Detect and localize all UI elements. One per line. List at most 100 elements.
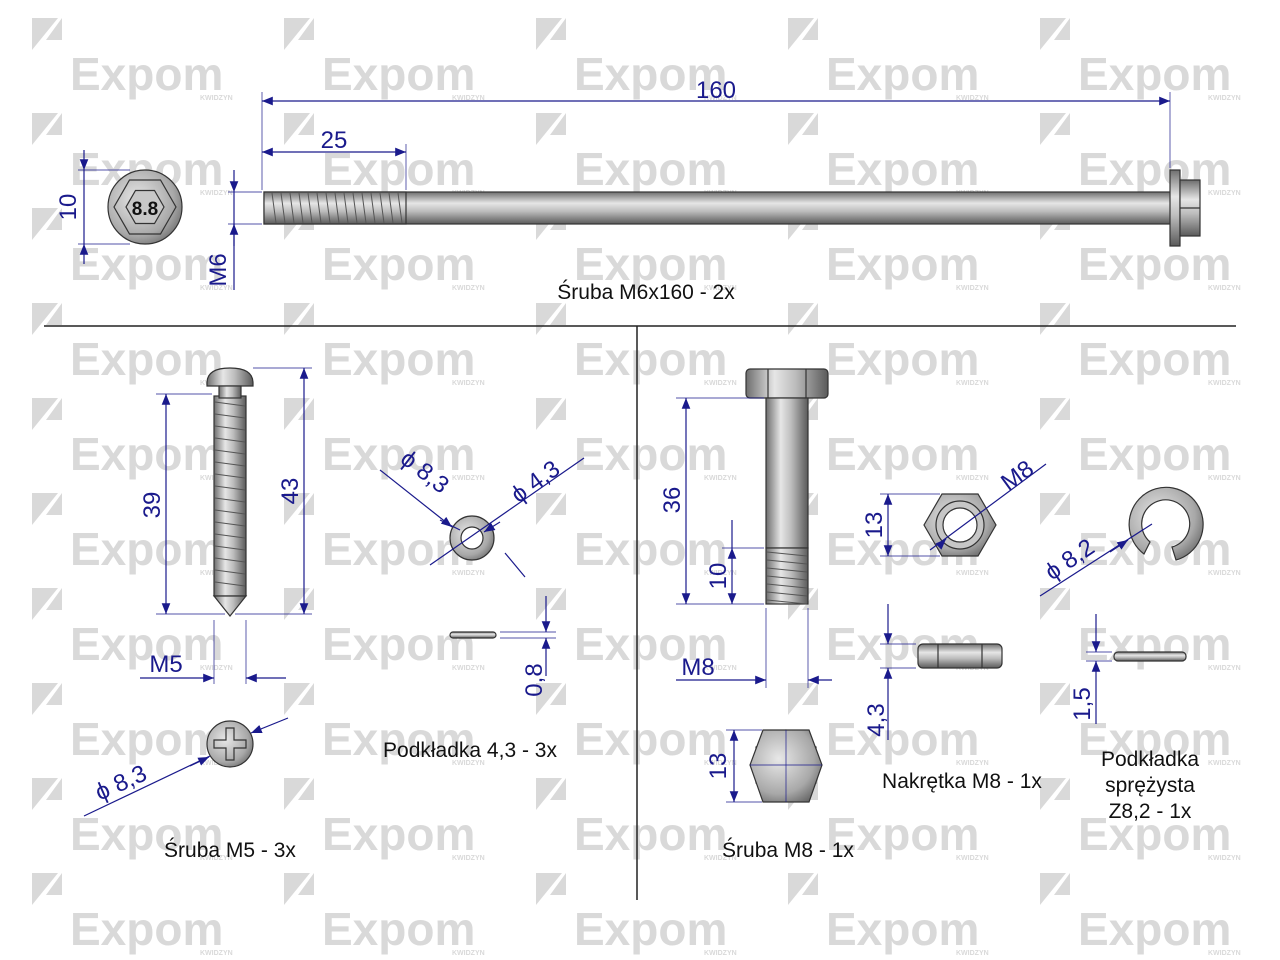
nut-m8-group: 13 M8 4,3 Nakrętka M8 - 1x [861,455,1047,793]
bolt-m6-head-view: 8.8 [107,169,183,245]
bolt-m6-grade: 8.8 [132,199,158,220]
svg-text:Expom: Expom [1078,143,1231,195]
svg-text:Expom: Expom [322,428,475,480]
nut-m8-side [917,643,1003,669]
svg-text:KWIDZYN: KWIDZYN [1208,760,1241,767]
svg-text:KWIDZYN: KWIDZYN [704,380,737,387]
svg-text:Expom: Expom [70,238,223,290]
bolt-m6-group: 8.8 10 160 25 M6 Śruba M6x160 - 2x [55,77,1201,304]
bolt-m6-flange [1169,169,1181,247]
svg-text:Expom: Expom [574,428,727,480]
svg-text:KWIDZYN: KWIDZYN [200,950,233,957]
svg-text:KWIDZYN: KWIDZYN [1208,380,1241,387]
svg-text:Expom: Expom [826,808,979,860]
svg-text:Expom: Expom [70,903,223,955]
svg-text:Expom: Expom [1078,713,1231,765]
svg-text:Expom: Expom [1078,428,1231,480]
svg-text:Expom: Expom [1078,333,1231,385]
svg-text:KWIDZYN: KWIDZYN [1208,855,1241,862]
svg-text:KWIDZYN: KWIDZYN [1208,950,1241,957]
svg-text:KWIDZYN: KWIDZYN [452,760,485,767]
svg-text:KWIDZYN: KWIDZYN [1208,285,1241,292]
svg-text:KWIDZYN: KWIDZYN [704,950,737,957]
svg-text:Expom: Expom [70,713,223,765]
svg-text:Expom: Expom [1078,238,1231,290]
svg-text:KWIDZYN: KWIDZYN [704,760,737,767]
svg-text:Expom: Expom [826,238,979,290]
svg-text:KWIDZYN: KWIDZYN [1208,95,1241,102]
svg-text:KWIDZYN: KWIDZYN [200,665,233,672]
svg-text:KWIDZYN: KWIDZYN [452,950,485,957]
svg-text:Expom: Expom [826,903,979,955]
svg-text:KWIDZYN: KWIDZYN [956,570,989,577]
svg-text:KWIDZYN: KWIDZYN [704,285,737,292]
screw-m5-tip [212,595,248,617]
bolt-m6-thread [263,191,407,225]
svg-text:Expom: Expom [70,48,223,100]
svg-text:Expom: Expom [322,523,475,575]
screw-m5-head-top [206,720,254,768]
svg-text:KWIDZYN: KWIDZYN [200,190,233,197]
nut-m8-caption: Nakrętka M8 - 1x [882,770,1042,793]
screw-m5-diameter-dim: M5 [149,651,182,678]
bolt-m8-group: 36 10 M8 13 Śruba M8 - 1x [659,368,854,862]
svg-text:KWIDZYN: KWIDZYN [956,475,989,482]
svg-text:KWIDZYN: KWIDZYN [1208,475,1241,482]
bolt-m8-diameter-dim: M8 [681,654,714,681]
svg-text:Expom: Expom [574,808,727,860]
svg-text:KWIDZYN: KWIDZYN [200,285,233,292]
washer-43-inner-dim: ϕ 4,3 [506,455,565,508]
screw-m5-caption: Śruba M5 - 3x [164,838,296,862]
screw-m5-thread [213,395,247,597]
svg-text:Expom: Expom [574,48,727,100]
bolt-m8-head [745,368,829,399]
svg-text:Expom: Expom [1078,903,1231,955]
svg-text:KWIDZYN: KWIDZYN [200,760,233,767]
svg-text:Expom: Expom [826,48,979,100]
svg-text:KWIDZYN: KWIDZYN [452,570,485,577]
spring-washer-caption-2: sprężysta [1105,774,1195,797]
spring-washer-top [1128,486,1204,561]
svg-text:Expom: Expom [322,713,475,765]
svg-text:KWIDZYN: KWIDZYN [200,95,233,102]
svg-text:Expom: Expom [574,713,727,765]
bolt-m6-head-dim: 10 [55,194,82,221]
svg-text:KWIDZYN: KWIDZYN [1208,190,1241,197]
svg-text:KWIDZYN: KWIDZYN [704,855,737,862]
washer-43-side [449,631,497,639]
svg-text:Expom: Expom [1078,618,1231,670]
svg-text:KWIDZYN: KWIDZYN [704,475,737,482]
svg-text:Expom: Expom [574,618,727,670]
svg-text:Expom: Expom [574,903,727,955]
svg-text:KWIDZYN: KWIDZYN [956,285,989,292]
bolt-m6-thread-dim: 25 [321,127,348,154]
screw-m5-length-total-dim: 43 [277,478,304,505]
svg-text:KWIDZYN: KWIDZYN [704,570,737,577]
